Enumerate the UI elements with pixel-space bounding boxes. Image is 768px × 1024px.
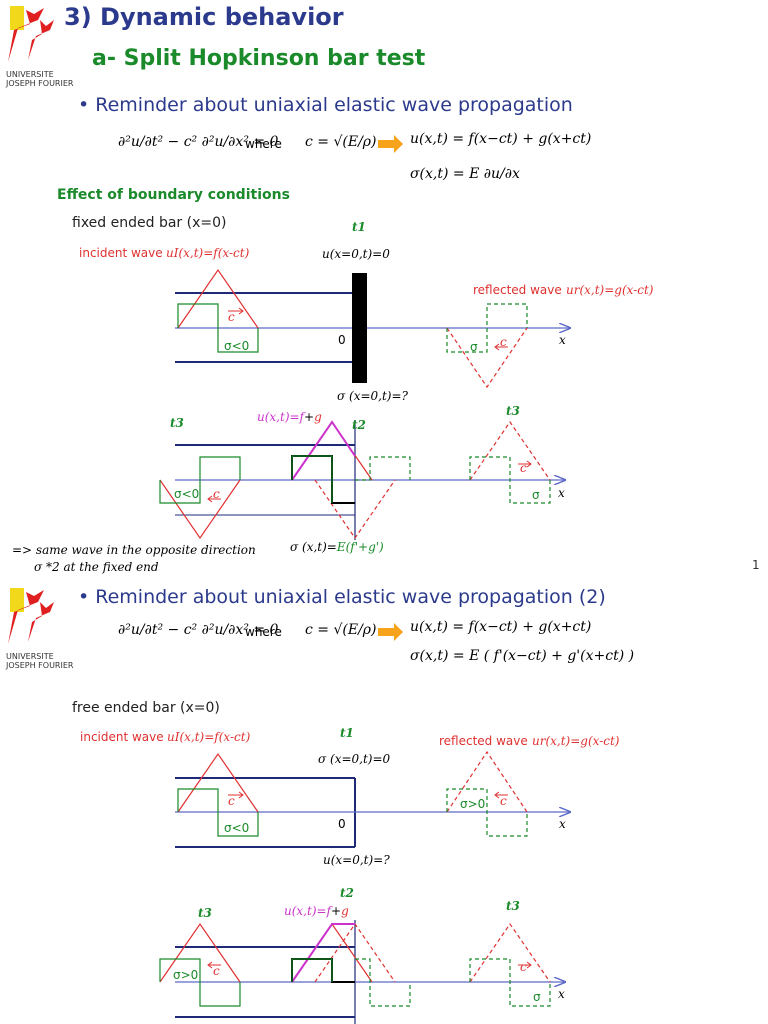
stress-positive-label-t3: σ>0 <box>173 968 199 982</box>
section-heading: Effect of boundary conditions <box>57 187 290 203</box>
free-bar-t2-t3-diagram <box>159 920 565 1024</box>
x-axis-label: x <box>559 333 566 347</box>
stress-equation-2: σ(x,t) = E ( f'(x−ct) + g'(x+ct) ) <box>410 648 635 664</box>
incident-wave-equation: uI(x,t)=f(x-ct) <box>166 246 250 260</box>
stress-negative-label: σ<0 <box>224 339 250 353</box>
where-label-2: where <box>245 625 282 639</box>
velocity-label: c <box>228 310 235 324</box>
slide-subtitle: a- Split Hopkinson bar test <box>92 46 426 71</box>
stress-negative-label-t3: σ<0 <box>174 487 200 501</box>
stress-label-t3: σ <box>532 488 540 502</box>
velocity-label-t3-right-2: c <box>520 960 527 974</box>
time-label-t2-2: t2 <box>340 886 354 900</box>
bullet-reminder: • Reminder about uniaxial elastic wave p… <box>78 94 573 116</box>
logo-line-2: JOSEPH FOURIER <box>6 79 74 88</box>
velocity-label-t3-2: c <box>213 964 220 978</box>
general-solution: u(x,t) = f(x−ct) + g(x+ct) <box>410 131 592 147</box>
origin-label-2: 0 <box>338 817 346 831</box>
stress-positive-label-2: σ>0 <box>460 797 486 811</box>
velocity-label-t3: c <box>213 487 220 501</box>
general-solution-2: u(x,t) = f(x−ct) + g(x+ct) <box>410 619 592 635</box>
university-logo-2 <box>8 588 54 644</box>
time-label-t3-left: t3 <box>170 416 184 430</box>
slide-title: 3) Dynamic behavior <box>64 3 344 31</box>
university-logo <box>8 6 54 62</box>
logo-text: UNIVERSITE JOSEPH FOURIER <box>6 70 73 88</box>
sum-stress-label: σ (x,t)=E(f'+g') <box>290 540 384 554</box>
where-label: where <box>245 137 282 151</box>
stress-negative-label-2: σ<0 <box>224 821 250 835</box>
incident-wave-label-2: incident wave <box>80 730 164 744</box>
displacement-condition: u(x=0,t)=0 <box>322 247 390 261</box>
displacement-condition-2: u(x=0,t)=? <box>323 853 390 867</box>
implies-arrow-icon-2 <box>378 623 403 641</box>
incident-wave-label: incident wave <box>79 246 163 260</box>
stress-label-t3-2: σ <box>533 990 541 1004</box>
stress-condition-2: σ (x=0,t)=0 <box>318 752 391 766</box>
time-label-t3-right-2: t3 <box>506 899 520 913</box>
fixed-bar-t2-t3-diagram <box>159 420 565 540</box>
incident-wave-equation-2: uI(x,t)=f(x-ct) <box>167 730 251 744</box>
wave-speed-equation-2: c = √(E/ρ) <box>305 622 377 638</box>
logo-text-2: UNIVERSITE JOSEPH FOURIER <box>6 652 73 670</box>
time-label-t1: t1 <box>352 220 366 234</box>
reflected-wave-equation-2: ur(x,t)=g(x-ct) <box>532 734 620 748</box>
x-axis-label-2: x <box>558 486 565 500</box>
sum-displacement-label: u(x,t)=f+g <box>257 410 322 424</box>
implies-arrow-icon <box>378 135 403 153</box>
bullet-reminder-2: • Reminder about uniaxial elastic wave p… <box>78 586 606 608</box>
case-label-2: free ended bar (x=0) <box>72 700 220 716</box>
time-label-t3-right: t3 <box>506 404 520 418</box>
time-label-t2: t2 <box>352 418 366 432</box>
origin-label: 0 <box>338 333 346 347</box>
reflected-wave-equation: ur(x,t)=g(x-ct) <box>566 283 654 297</box>
stress-equation: σ(x,t) = E ∂u/∂x <box>410 166 520 182</box>
velocity-label-2: c <box>228 794 235 808</box>
sum-displacement-label-2: u(x,t)=f+g <box>284 904 349 918</box>
velocity-label-t3-right: c <box>520 461 527 475</box>
wave-speed-equation: c = √(E/ρ) <box>305 134 377 150</box>
logo-line-1: UNIVERSITE <box>6 652 54 661</box>
velocity-label-reflected-2: c <box>500 794 507 808</box>
note-double-stress: σ *2 at the fixed end <box>34 560 159 574</box>
wave-equation: ∂²u/∂t² − c² ∂²u/∂x² = 0 <box>118 134 279 150</box>
fixed-bar-t1-diagram <box>175 268 570 389</box>
note-opposite-direction: => same wave in the opposite direction <box>12 543 256 557</box>
time-label-t3-left-2: t3 <box>198 906 212 920</box>
case-label: fixed ended bar (x=0) <box>72 215 227 231</box>
logo-line-1: UNIVERSITE <box>6 70 54 79</box>
reflected-wave-label-2: reflected wave <box>439 734 528 748</box>
reflected-wave-label: reflected wave <box>473 283 562 297</box>
logo-line-2: JOSEPH FOURIER <box>6 661 74 670</box>
time-label-t1-2: t1 <box>340 726 354 740</box>
x-axis-label-3: x <box>559 817 566 831</box>
page-number: 1 <box>752 558 760 572</box>
wave-equation-2: ∂²u/∂t² − c² ∂²u/∂x² = 0 <box>118 622 279 638</box>
stress-label: σ <box>470 340 478 354</box>
stress-condition: σ (x=0,t)=? <box>337 389 408 403</box>
x-axis-label-4: x <box>558 987 565 1001</box>
velocity-label-reflected: c <box>500 335 507 349</box>
free-bar-t1-diagram <box>175 750 570 848</box>
